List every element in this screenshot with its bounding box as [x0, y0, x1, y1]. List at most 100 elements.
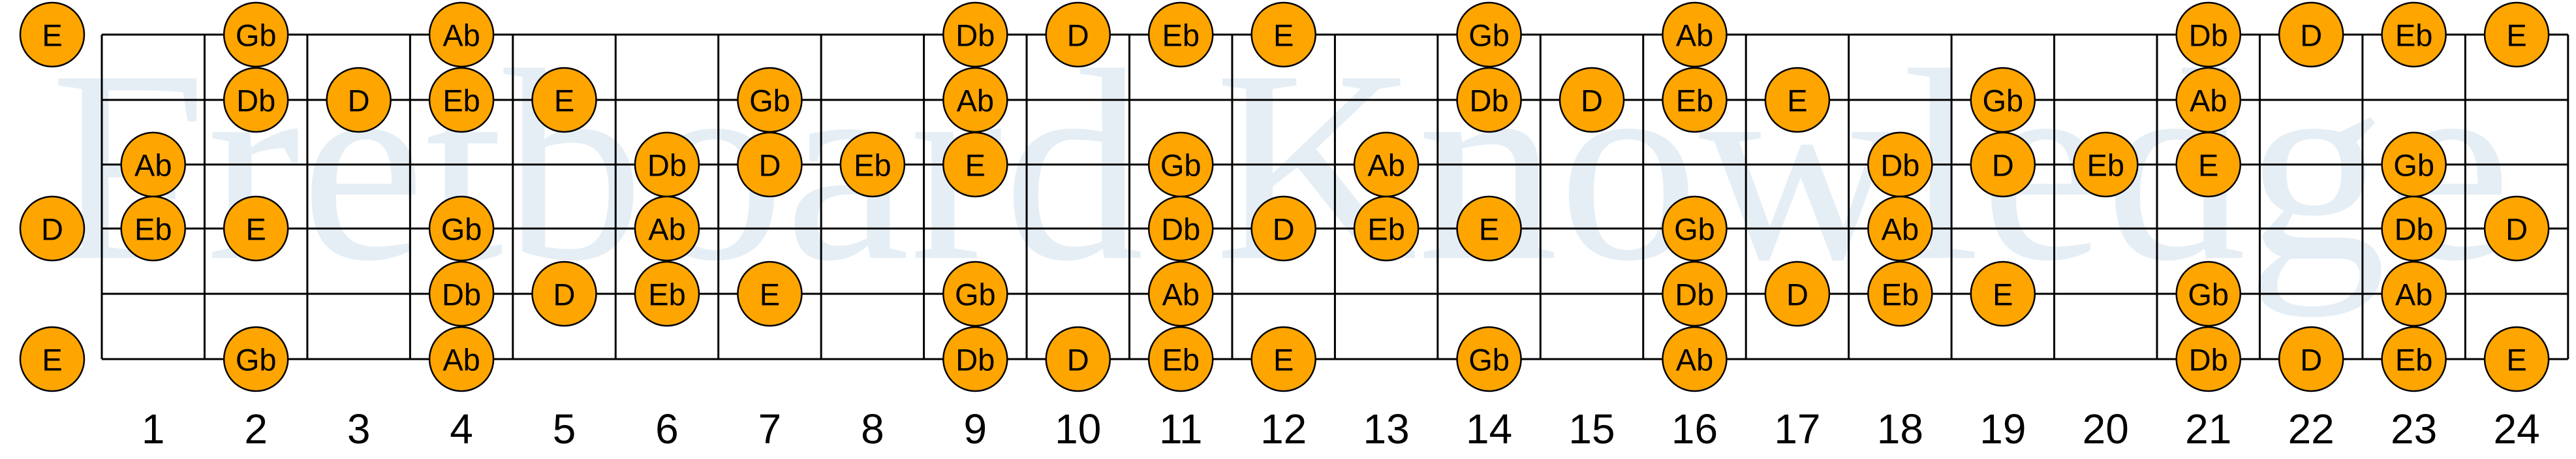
- fret-number: 16: [1671, 405, 1718, 452]
- note-circle-icon: [737, 131, 803, 198]
- note-circle-icon: [839, 131, 906, 198]
- note-label: D: [2300, 343, 2322, 377]
- note-label: Eb: [1882, 277, 1919, 312]
- note-label: Ab: [2395, 277, 2433, 312]
- note-label: D: [41, 212, 63, 247]
- note-label: Eb: [2087, 148, 2125, 183]
- note-marker: D: [2483, 195, 2550, 262]
- note-circle-icon: [428, 1, 495, 68]
- note-marker: Gb: [942, 261, 1008, 327]
- note-marker: Db: [634, 131, 700, 198]
- note-marker: Db: [1867, 131, 1933, 198]
- note-label: Ab: [2190, 84, 2227, 118]
- fret-number: 20: [2083, 405, 2129, 452]
- fret-number: 15: [1568, 405, 1615, 452]
- note-label: Eb: [134, 212, 172, 247]
- note-marker: D: [531, 261, 597, 327]
- note-label: Ab: [134, 148, 172, 183]
- fret-number: 18: [1877, 405, 1923, 452]
- note-marker: D: [737, 131, 803, 198]
- note-marker: Gb: [1970, 67, 2036, 133]
- note-circle-icon: [1147, 326, 1214, 392]
- note-label: Db: [236, 84, 275, 118]
- note-circle-icon: [2175, 326, 2241, 392]
- note-circle-icon: [19, 326, 85, 392]
- note-label: Gb: [1160, 148, 1202, 183]
- note-label: Ab: [442, 18, 480, 53]
- note-circle-icon: [2278, 1, 2344, 68]
- note-marker: Eb: [2381, 1, 2447, 68]
- note-circle-icon: [223, 67, 289, 133]
- fret-number: 14: [1466, 405, 1512, 452]
- note-label: E: [42, 343, 62, 377]
- fret-number: 3: [347, 405, 371, 452]
- note-marker: Db: [1147, 195, 1214, 262]
- note-circle-icon: [2381, 326, 2447, 392]
- note-label: D: [1992, 148, 2014, 183]
- fret-number: 9: [964, 405, 987, 452]
- fret-number: 2: [244, 405, 268, 452]
- note-label: Db: [442, 277, 481, 312]
- note-marker: E: [223, 195, 289, 262]
- note-label: Gb: [955, 277, 996, 312]
- note-marker: Db: [1662, 261, 1728, 327]
- note-label: D: [1273, 212, 1295, 247]
- note-marker: E: [2175, 131, 2241, 198]
- note-label: Eb: [1367, 212, 1405, 247]
- note-label: Eb: [2395, 343, 2433, 377]
- note-label: Db: [1470, 84, 1509, 118]
- note-circle-icon: [634, 195, 700, 262]
- note-label: D: [348, 84, 370, 118]
- note-marker: Ab: [2175, 67, 2241, 133]
- note-circle-icon: [2483, 326, 2550, 392]
- note-circle-icon: [428, 261, 495, 327]
- note-marker: Eb: [839, 131, 906, 198]
- note-marker: E: [2483, 326, 2550, 392]
- note-marker: E: [1250, 326, 1316, 392]
- note-label: E: [2198, 148, 2218, 183]
- note-circle-icon: [19, 1, 85, 68]
- note-marker: Db: [2175, 1, 2241, 68]
- note-label: E: [1787, 84, 1807, 118]
- note-marker: D: [1250, 195, 1316, 262]
- note-circle-icon: [1250, 326, 1316, 392]
- note-label: E: [760, 277, 780, 312]
- note-label: E: [554, 84, 574, 118]
- note-marker: Db: [223, 67, 289, 133]
- note-marker: E: [737, 261, 803, 327]
- note-circle-icon: [2381, 195, 2447, 262]
- note-marker: D: [2278, 326, 2344, 392]
- note-marker: Ab: [942, 67, 1008, 133]
- note-marker: Eb: [1147, 1, 1214, 68]
- note-marker: E: [942, 131, 1008, 198]
- note-circle-icon: [1559, 67, 1625, 133]
- fret-number: 17: [1774, 405, 1820, 452]
- note-marker: D: [2278, 1, 2344, 68]
- note-label: Db: [1880, 148, 1919, 183]
- note-marker: Ab: [1662, 326, 1728, 392]
- fret-number: 5: [553, 405, 576, 452]
- note-marker: Ab: [1867, 195, 1933, 262]
- note-circle-icon: [120, 195, 186, 262]
- note-circle-icon: [1764, 261, 1831, 327]
- note-label: Eb: [648, 277, 686, 312]
- note-label: D: [2506, 212, 2528, 247]
- note-circle-icon: [1147, 195, 1214, 262]
- note-label: Ab: [648, 212, 686, 247]
- note-label: Db: [1161, 212, 1200, 247]
- note-label: E: [1273, 18, 1294, 53]
- note-marker: D: [1764, 261, 1831, 327]
- note-marker: Ab: [428, 1, 495, 68]
- note-marker: D: [19, 195, 85, 262]
- note-marker: Ab: [428, 326, 495, 392]
- note-marker: Gb: [223, 1, 289, 68]
- note-marker: Ab: [2381, 261, 2447, 327]
- note-label: Eb: [1676, 84, 1714, 118]
- note-circle-icon: [1147, 261, 1214, 327]
- note-circle-icon: [428, 67, 495, 133]
- note-label: Db: [955, 18, 995, 53]
- fret-number: 1: [142, 405, 165, 452]
- note-circle-icon: [2381, 261, 2447, 327]
- note-marker: E: [531, 67, 597, 133]
- fret-number: 7: [758, 405, 782, 452]
